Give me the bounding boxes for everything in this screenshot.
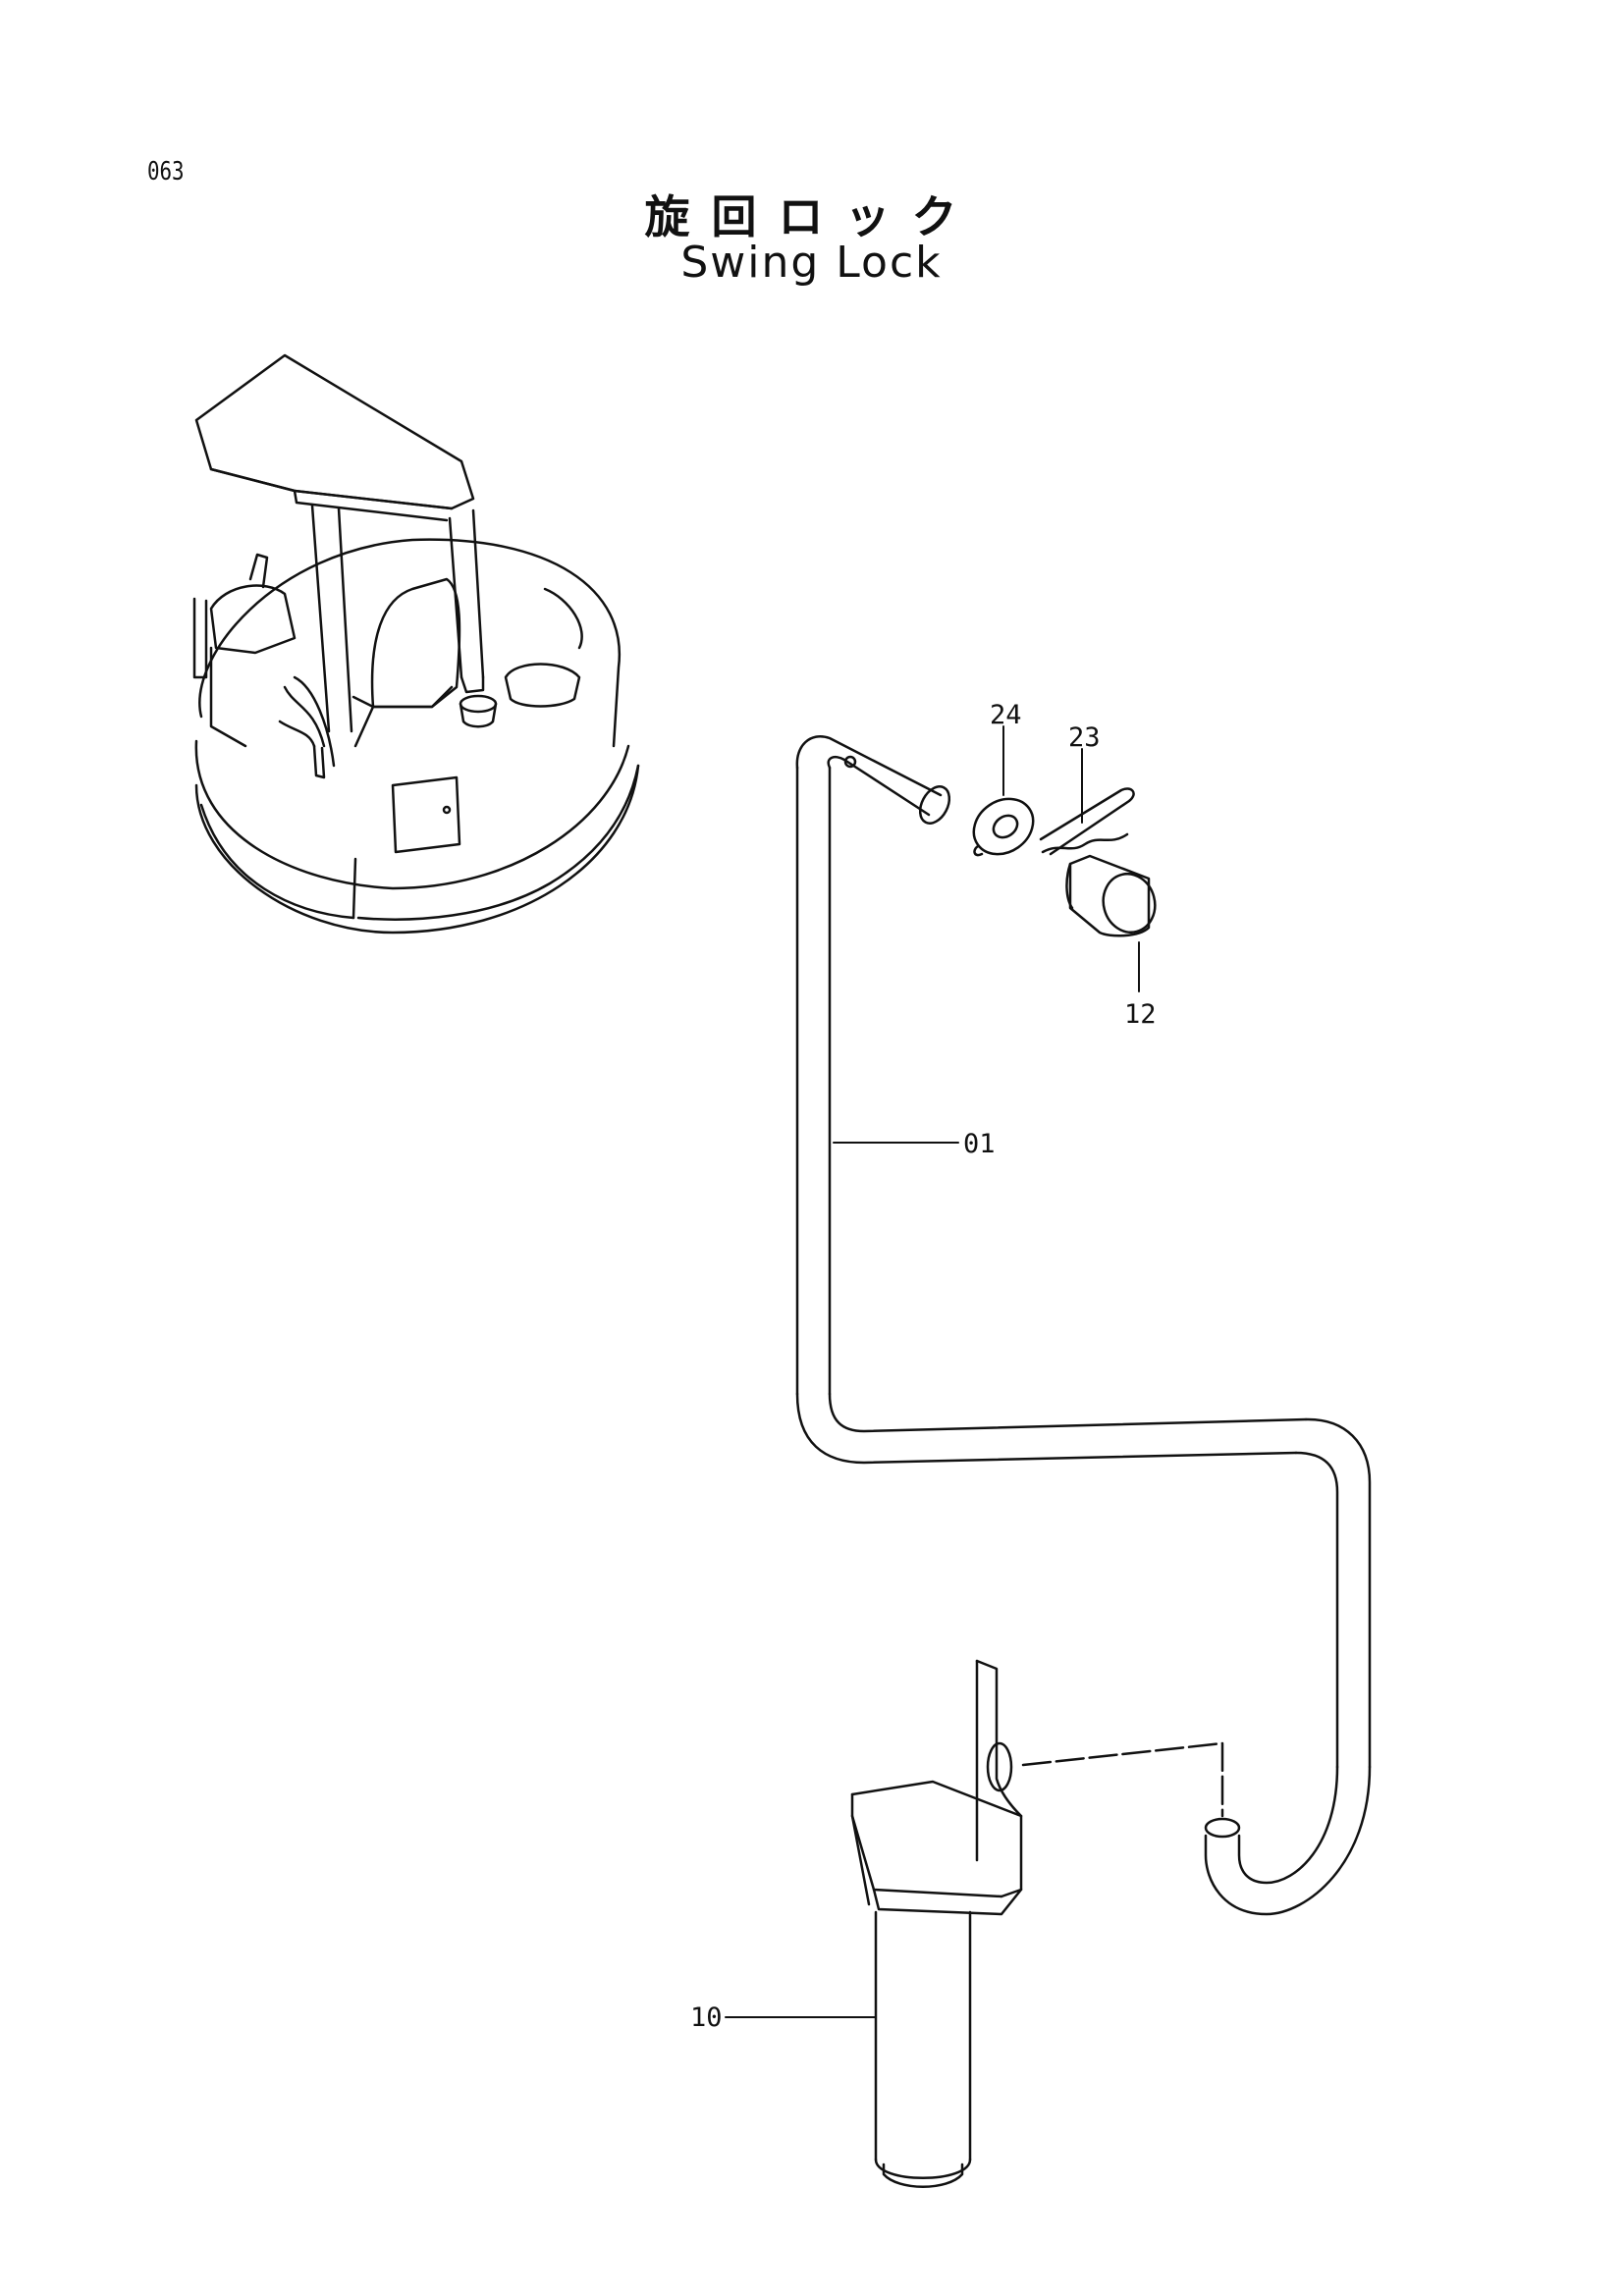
machine-overview-illustration [192, 353, 640, 934]
part-01-lock-rod [795, 735, 1372, 1916]
page-number: 063 [147, 157, 185, 187]
leader-lines [725, 725, 1140, 2018]
page-title-english: Swing Lock [680, 238, 943, 288]
part-24-washer [972, 797, 1035, 857]
part-label-01: 01 [963, 1129, 996, 1159]
part-23-cotter-pin [1039, 787, 1135, 856]
part-label-12: 12 [1124, 999, 1157, 1030]
page-title-japanese: 旋回ロック [644, 190, 979, 243]
part-label-23: 23 [1068, 722, 1101, 753]
part-10-lock-pin [850, 1659, 1023, 2188]
part-label-10: 10 [690, 2002, 723, 2033]
part-label-24: 24 [990, 700, 1022, 730]
hidden-line [1021, 1741, 1224, 1818]
part-12-cap [1065, 854, 1157, 937]
